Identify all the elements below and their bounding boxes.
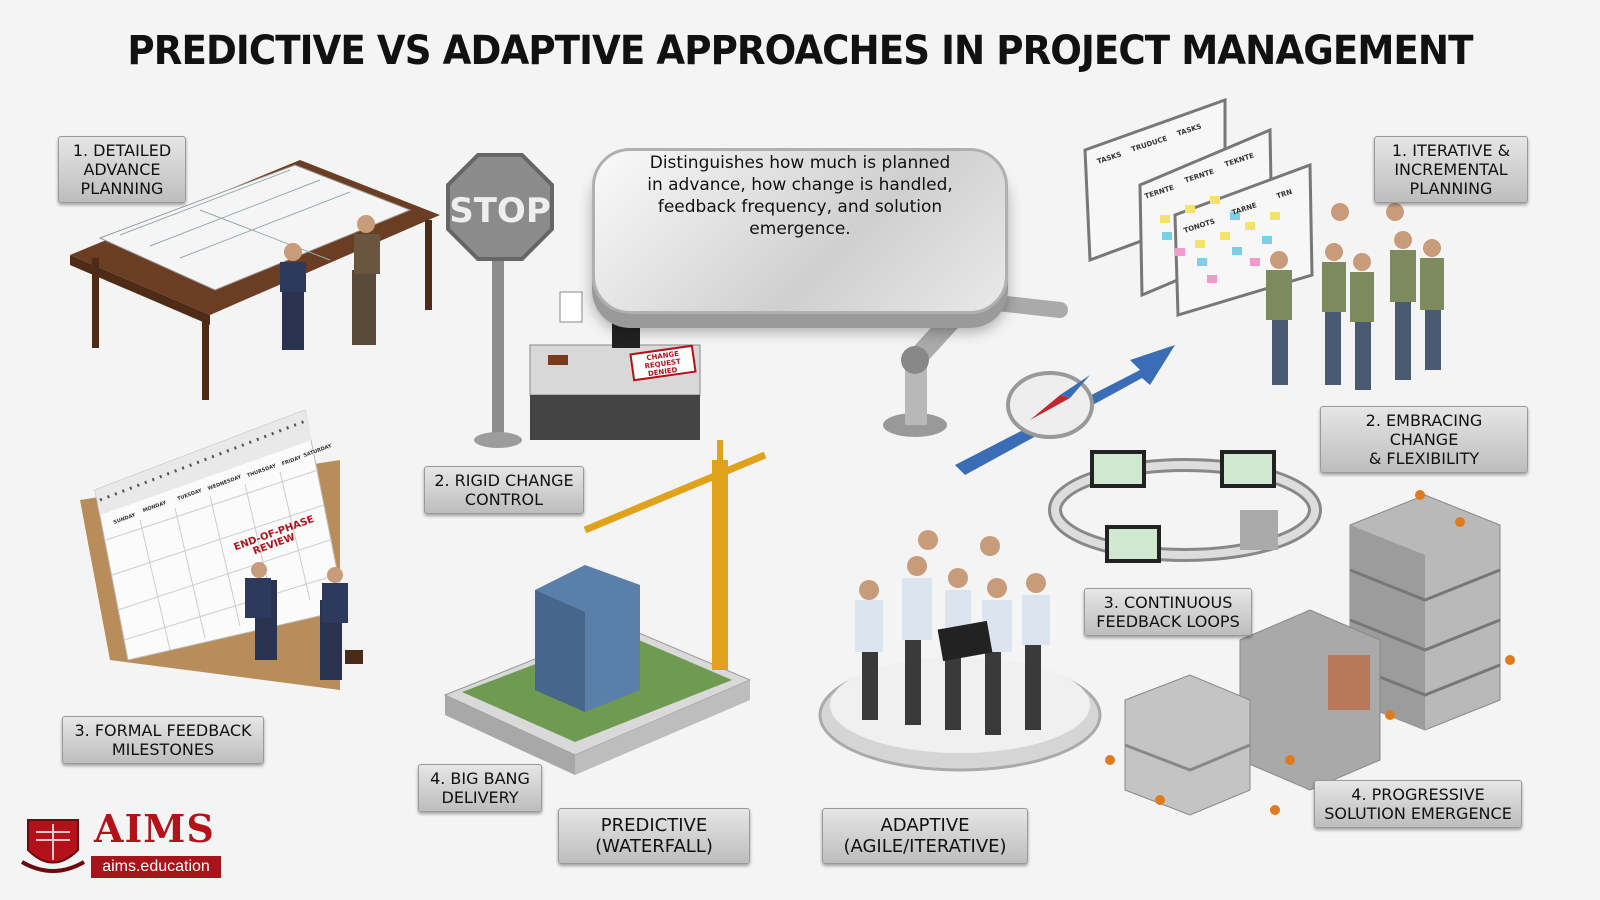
progressive-construction-illustration (1105, 490, 1515, 816)
brand-url[interactable]: aims.education (91, 856, 221, 878)
change-control-desk-illustration (529, 276, 701, 440)
planning-table-illustration (70, 160, 440, 400)
big-bang-building-illustration (443, 440, 767, 775)
adaptive-item-1-label: 1. ITERATIVE & INCREMENTAL PLANNING (1374, 136, 1528, 203)
stop-sign-illustration: STOP (446, 153, 554, 448)
flexibility-robot-compass-illustration (883, 286, 1175, 475)
feedback-loop-illustration (1048, 450, 1322, 563)
adaptive-item-2-label: 2. EMBRACING CHANGE & FLEXIBILITY (1320, 406, 1528, 473)
predictive-item-4-label: 4. BIG BANG DELIVERY (418, 764, 542, 812)
predictive-item-1-label: 1. DETAILED ADVANCE PLANNING (58, 136, 186, 203)
stop-sign-text: STOP (449, 191, 551, 231)
calendar-illustration (80, 409, 363, 690)
predictive-item-3-label: 3. FORMAL FEEDBACK MILESTONES (62, 716, 264, 764)
adaptive-team-illustration (1266, 203, 1444, 390)
adaptive-approach-label: ADAPTIVE (AGILE/ITERATIVE) (822, 808, 1028, 864)
aims-logo (20, 819, 86, 873)
adaptive-item-3-label: 3. CONTINUOUS FEEDBACK LOOPS (1084, 588, 1252, 636)
brand-name: AIMS (94, 806, 215, 851)
description-text: Distinguishes how much is planned in adv… (647, 153, 953, 239)
description-plate (592, 148, 1008, 314)
predictive-item-2-label: 2. RIGID CHANGE CONTROL (424, 466, 584, 514)
predictive-approach-label: PREDICTIVE (WATERFALL) (558, 808, 750, 864)
adaptive-item-4-label: 4. PROGRESSIVE SOLUTION EMERGENCE (1314, 780, 1522, 828)
collaboration-team-illustration (818, 530, 1102, 772)
page-title: PREDICTIVE VS ADAPTIVE APPROACHES IN PRO… (127, 28, 1473, 74)
